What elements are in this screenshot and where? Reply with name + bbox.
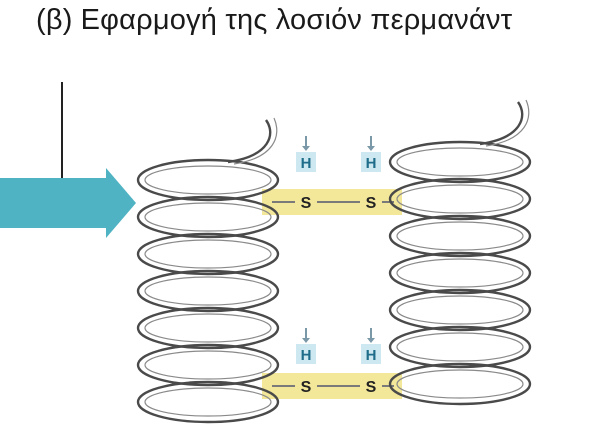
down-arrow-icon [302, 338, 310, 343]
figure-label: (β) [36, 4, 73, 36]
coil-loop [136, 195, 280, 239]
lotion-arrow [0, 168, 136, 238]
sulfur-atom-label: S [366, 379, 377, 396]
right-helix [388, 99, 532, 406]
figure-title: (β)Εφαρμογή της λοσιόν περμανάντ [36, 4, 512, 37]
coil-loop [136, 343, 280, 387]
coil-tail [479, 101, 524, 146]
hydrogen-label: H [366, 155, 377, 172]
hydrogen-marker: H [361, 328, 381, 364]
sulfur-atom-label: S [366, 195, 377, 212]
coil-loop [388, 362, 532, 406]
disulfide-bond: S S H H [262, 136, 402, 215]
coil-loop [136, 158, 280, 202]
coil-loop [388, 251, 532, 295]
coil-loop [388, 288, 532, 332]
coil-loop [388, 214, 532, 258]
hydrogen-label: H [301, 155, 312, 172]
hydrogen-marker: H [296, 136, 316, 172]
sulfur-atom-label: S [301, 379, 312, 396]
hydrogen-label: H [366, 347, 377, 364]
coil-tail [227, 119, 272, 164]
left-helix [136, 117, 280, 424]
sulfur-atom-label: S [301, 195, 312, 212]
hydrogen-label: H [301, 347, 312, 364]
down-arrow-icon [367, 338, 375, 343]
coil-loop [388, 325, 532, 369]
coil-loop [136, 306, 280, 350]
coil-loop [388, 140, 532, 184]
coil-loop [388, 177, 532, 221]
coil-loop [136, 269, 280, 313]
figure-caption: Εφαρμογή της λοσιόν περμανάντ [80, 4, 513, 36]
hydrogen-marker: H [296, 328, 316, 364]
hydrogen-marker: H [361, 136, 381, 172]
down-arrow-icon [367, 146, 375, 151]
down-arrow-icon [302, 146, 310, 151]
coil-loop [136, 380, 280, 424]
coil-loop [136, 232, 280, 276]
